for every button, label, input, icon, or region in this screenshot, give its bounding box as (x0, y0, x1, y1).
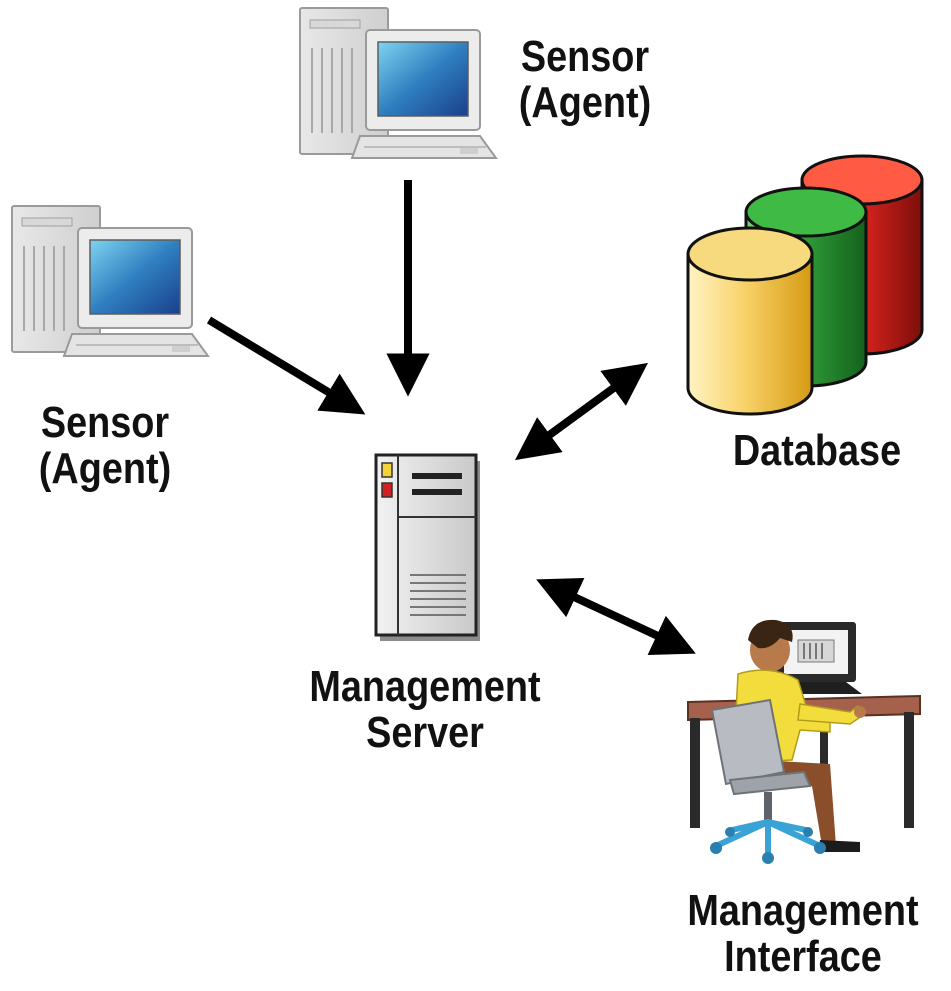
arrow-left-sensor-to-server (206, 316, 366, 415)
arrow-server-interface (536, 577, 696, 656)
sensor-left-label-line1: Sensor (40, 398, 170, 447)
database-label-line1: Database (732, 426, 902, 475)
sensor-left-label-line2: (Agent) (38, 444, 172, 493)
sensor-left-label: Sensor (Agent) (23, 400, 186, 492)
sensor-top-label-line2: (Agent) (518, 78, 652, 127)
person-at-desk-icon (687, 619, 921, 864)
management-interface-label: Management Interface (680, 888, 926, 980)
sensor-top-label-line1: Sensor (520, 32, 650, 81)
database-label: Database (718, 428, 916, 474)
management-server-label-line1: Management (309, 662, 541, 711)
arrow-server-database (515, 362, 648, 461)
management-interface-label-line1: Management (687, 886, 919, 935)
sensor-left-workstation-icon (11, 205, 210, 357)
sensor-top-label: Sensor (Agent) (503, 34, 666, 126)
management-server-label: Management Server (300, 664, 549, 756)
sensor-top-workstation-icon (299, 7, 498, 159)
server-tower-icon (374, 453, 480, 641)
edges (206, 180, 696, 656)
management-interface-label-line2: Interface (724, 932, 882, 981)
database-cylinders-icon (686, 154, 924, 416)
management-server-label-line2: Server (366, 708, 484, 757)
